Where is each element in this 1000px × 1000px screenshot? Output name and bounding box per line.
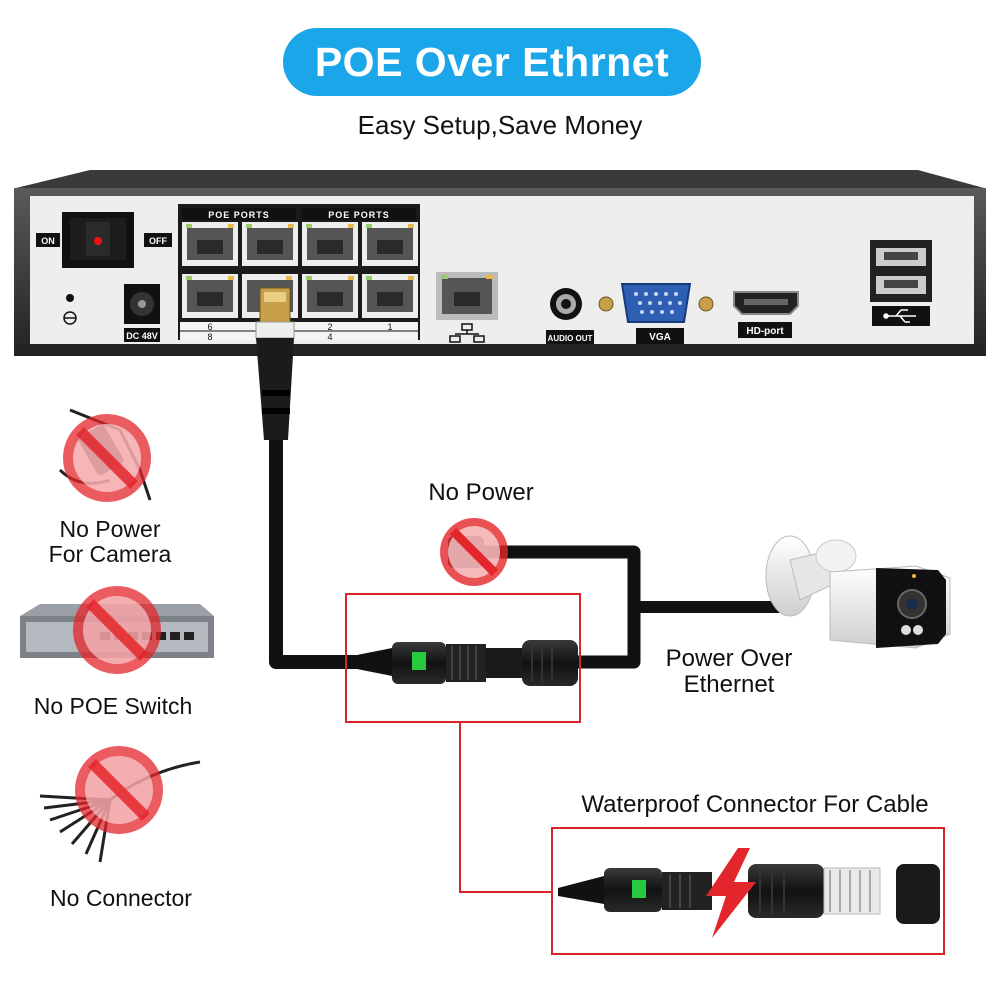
ethernet-icon <box>449 323 485 343</box>
label-no-power-camera-1: No Power <box>60 516 161 542</box>
waterproof-connector-exploded <box>558 864 940 924</box>
prohibited-sign-icon <box>75 746 163 834</box>
dc-label: DC 48V <box>126 331 158 341</box>
prohibited-sign-icon <box>73 586 161 674</box>
waterproof-detail-box <box>551 827 945 955</box>
label-no-poe-switch: No POE Switch <box>34 693 193 719</box>
port-number-8: 8 <box>207 332 212 342</box>
prohibited-sign-icon <box>63 414 151 502</box>
label-waterproof: Waterproof Connector For Cable <box>581 791 928 818</box>
vga-port[interactable] <box>620 283 692 323</box>
dc-power-jack[interactable] <box>124 284 160 324</box>
nvr-device: ON OFF DC 48V POE PORTS POE PORTS <box>14 170 986 356</box>
port-number-1: 1 <box>387 322 392 332</box>
bullet-camera <box>765 535 951 649</box>
lightning-bolt-icon <box>706 848 756 938</box>
audio-out-label: AUDIO OUT <box>548 334 593 343</box>
hdmi-port[interactable] <box>733 291 799 315</box>
port-number-2: 2 <box>327 322 332 332</box>
label-no-connector: No Connector <box>50 885 192 911</box>
poe-ports-label-left: POE PORTS <box>208 210 270 220</box>
callout-line <box>459 722 552 893</box>
reset-hole <box>66 294 74 302</box>
audio-out-port[interactable] <box>550 288 582 320</box>
port-number-6: 6 <box>207 322 212 332</box>
label-poe-2: Ethernet <box>684 671 775 698</box>
page-title: POE Over Ethrnet <box>314 39 670 85</box>
usb-ports[interactable] <box>870 240 932 302</box>
connector-highlight-box <box>345 593 581 723</box>
ethernet-plug <box>255 287 295 440</box>
label-poe-1: Power Over <box>666 645 793 672</box>
usb-icon <box>883 309 916 323</box>
port-number-4: 4 <box>327 332 332 342</box>
label-no-power-camera-2: For Camera <box>49 541 172 567</box>
waterproof-connector <box>352 640 578 686</box>
label-no-power: No Power <box>428 479 533 506</box>
power-switch[interactable] <box>62 212 134 268</box>
switch-on-label: ON <box>41 236 55 246</box>
page-subtitle: Easy Setup,Save Money <box>357 110 643 140</box>
prohibited-sign-icon <box>440 518 508 586</box>
hd-port-label: HD-port <box>746 326 784 337</box>
title-pill <box>283 28 701 96</box>
poe-ports-label-right: POE PORTS <box>328 210 390 220</box>
switch-off-label: OFF <box>149 236 167 246</box>
lan-port[interactable] <box>436 272 498 320</box>
vga-label: VGA <box>649 332 671 343</box>
cables <box>269 413 790 669</box>
